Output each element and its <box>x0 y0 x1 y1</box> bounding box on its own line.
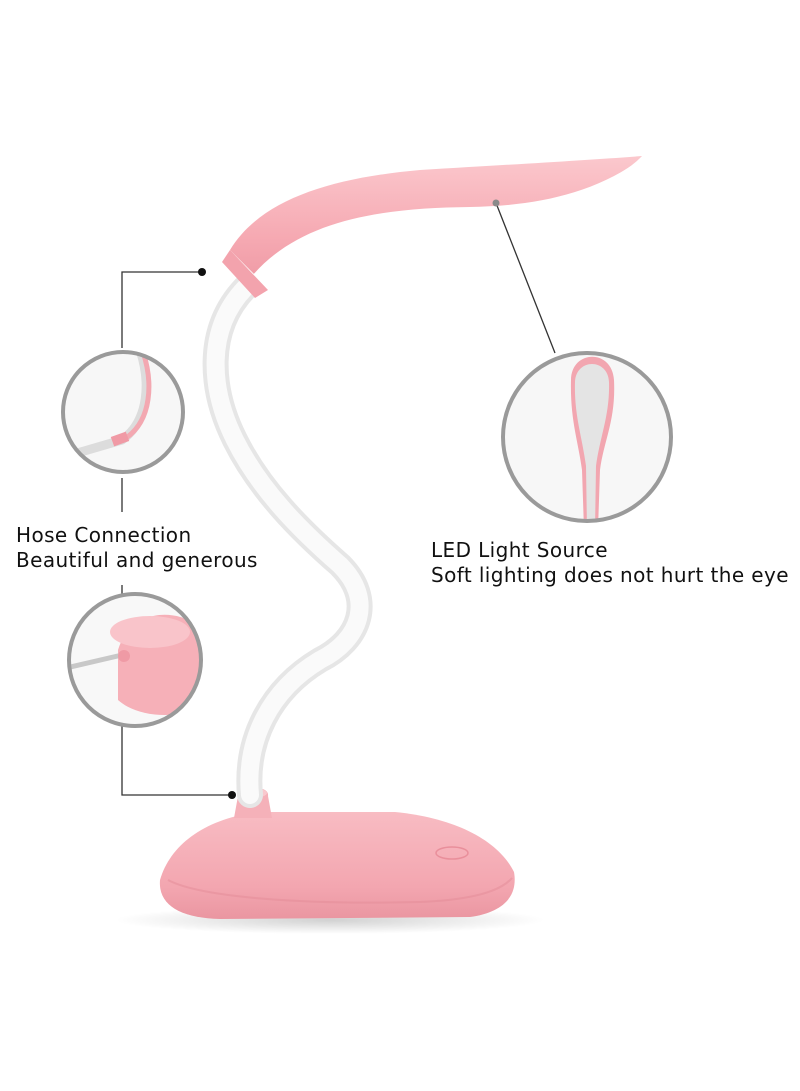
hose-connection-subtitle: Beautiful and generous <box>16 548 258 572</box>
touch-button <box>435 846 469 860</box>
lamp-head <box>222 156 642 298</box>
hose-connection-caption: Hose Connection Beautiful and generous <box>16 523 258 573</box>
callout-led <box>501 351 673 523</box>
leader-lines <box>121 202 556 796</box>
callout-hose-top <box>61 350 185 474</box>
lamp-base <box>159 787 515 919</box>
led-light-subtitle: Soft lighting does not hurt the eye <box>431 563 789 587</box>
leader-dot-top <box>198 268 206 276</box>
leader-dot-base <box>228 791 236 799</box>
led-light-title: LED Light Source <box>431 538 608 562</box>
leader-dot-head <box>492 199 500 207</box>
led-light-caption: LED Light Source Soft lighting does not … <box>431 538 789 588</box>
callout-hose-base <box>67 592 203 728</box>
hose-connection-title: Hose Connection <box>16 523 192 547</box>
